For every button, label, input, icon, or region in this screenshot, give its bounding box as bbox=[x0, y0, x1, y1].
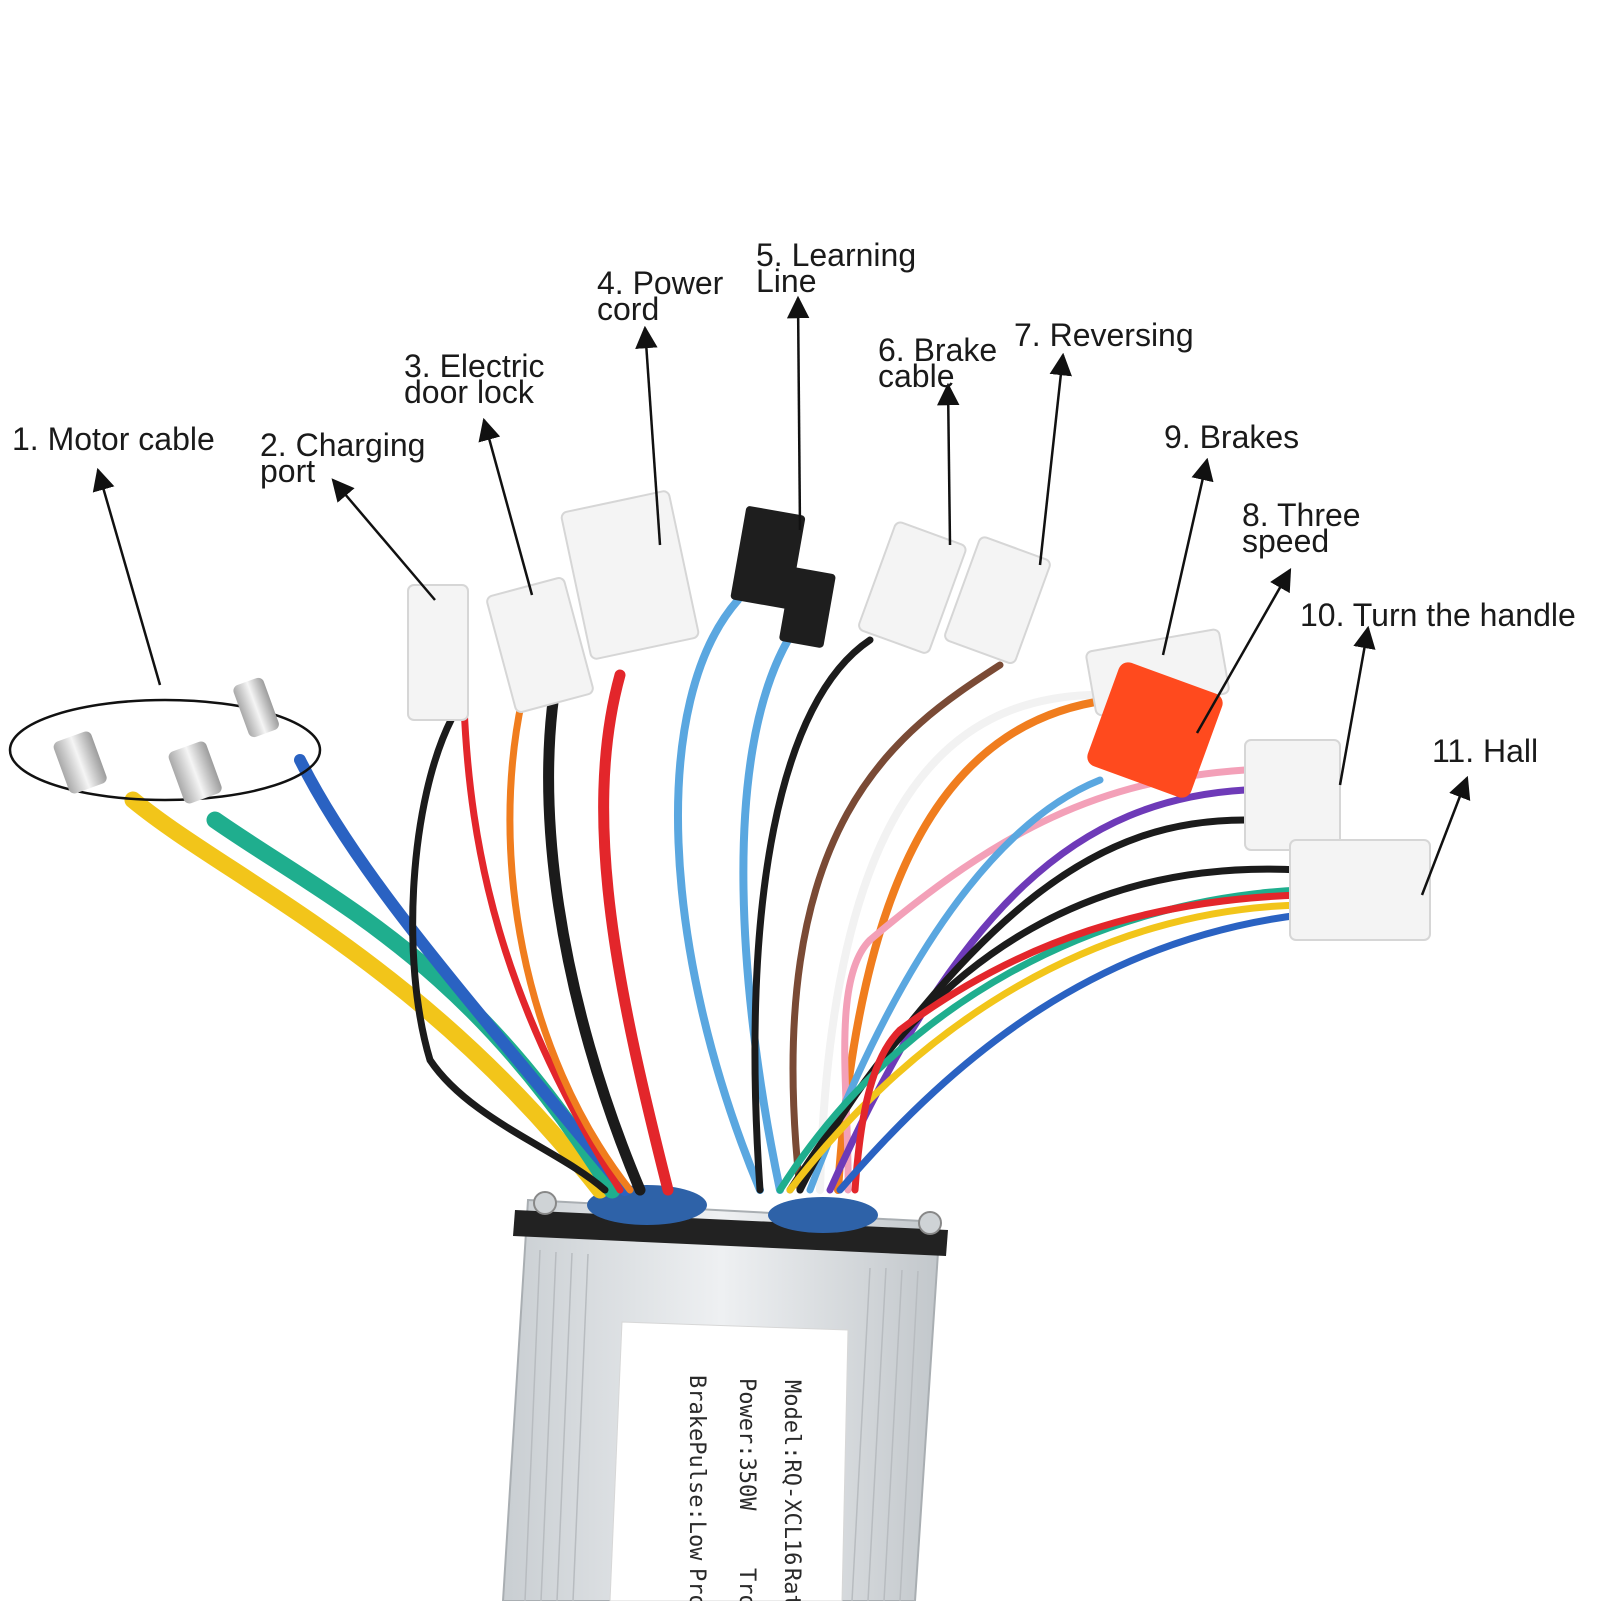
plate-throttle: Trot bbox=[734, 1568, 759, 1601]
arrow-reversing bbox=[1038, 352, 1072, 566]
label-power-cord: 4. Power cord bbox=[597, 265, 724, 327]
right-wire-bundle bbox=[673, 596, 1304, 1194]
label-three-speed: 8. Three speed bbox=[1242, 497, 1361, 559]
arrow-hall bbox=[1420, 775, 1471, 896]
arrow-brake-cable bbox=[937, 382, 960, 546]
label-motor-cable: 1. Motor cable bbox=[12, 421, 215, 457]
plate-product: Prod bbox=[684, 1568, 709, 1601]
callout-arrows bbox=[92, 295, 1471, 896]
plate-power: Power:350W bbox=[734, 1378, 759, 1511]
label-learning-line: 5. Learning Line bbox=[756, 237, 917, 299]
label-charging-port: 2. Charging port bbox=[260, 427, 426, 489]
left-wire-bundle bbox=[124, 654, 674, 1199]
label-brake-cable: 6. Brake cable bbox=[878, 332, 998, 394]
label-brakes: 9. Brakes bbox=[1164, 419, 1300, 455]
connectors bbox=[407, 490, 1431, 941]
plate-model: Model:RQ-XCL16 bbox=[779, 1380, 804, 1565]
label-hall: 11. Hall bbox=[1432, 733, 1539, 769]
arrow-learning-line bbox=[786, 295, 810, 531]
arrow-charging-port bbox=[331, 478, 436, 601]
arrow-power-cord bbox=[635, 325, 662, 546]
arrow-turn-the-handle bbox=[1338, 625, 1376, 786]
arrow-brakes bbox=[1161, 457, 1214, 656]
label-plate bbox=[609, 1321, 849, 1602]
arrow-motor-cable bbox=[92, 467, 162, 686]
label-turn-the-handle: 10. Turn the handle bbox=[1300, 597, 1576, 633]
arrow-three-speed bbox=[1195, 568, 1292, 734]
label-reversing: 7. Reversing bbox=[1014, 317, 1194, 353]
controller-housing bbox=[501, 1185, 948, 1602]
plate-text: Model:RQ-XCL16 Power:350W BrakePulse:Low… bbox=[684, 1375, 804, 1606]
plate-brake-pulse: BrakePulse:Low bbox=[684, 1375, 709, 1561]
label-electric-door-lock: 3. Electric door lock bbox=[404, 348, 545, 410]
plate-rated: Rat bbox=[779, 1568, 804, 1601]
arrow-electric-door-lock bbox=[478, 417, 534, 596]
motor-cable-terminals bbox=[8, 677, 322, 804]
